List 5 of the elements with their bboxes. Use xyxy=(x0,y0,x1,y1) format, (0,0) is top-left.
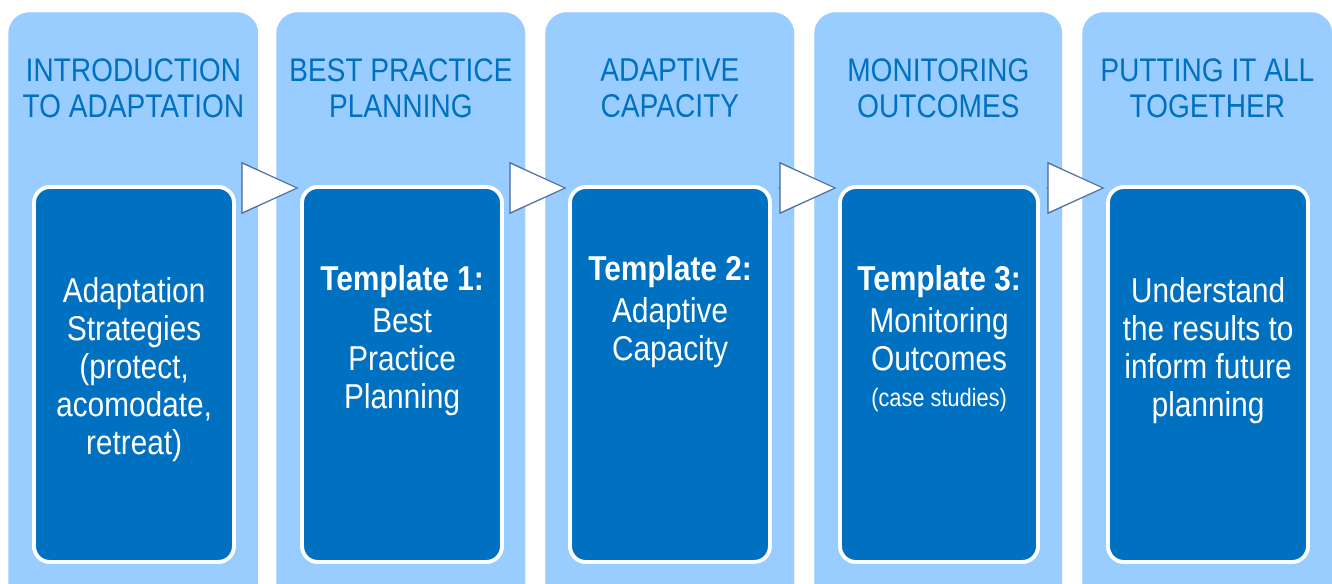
template-box: Template 1: Best Practice Planning xyxy=(300,185,504,564)
template-box: Template 2: Adaptive Capacity xyxy=(568,185,772,564)
template-box: Understand the results to inform future planning xyxy=(1106,185,1310,564)
template-box: Adaptation Strategies (protect, acomodate, retreat) xyxy=(32,185,236,564)
template-box: Template 3: Monitoring Outcomes (case studies) xyxy=(838,185,1040,564)
